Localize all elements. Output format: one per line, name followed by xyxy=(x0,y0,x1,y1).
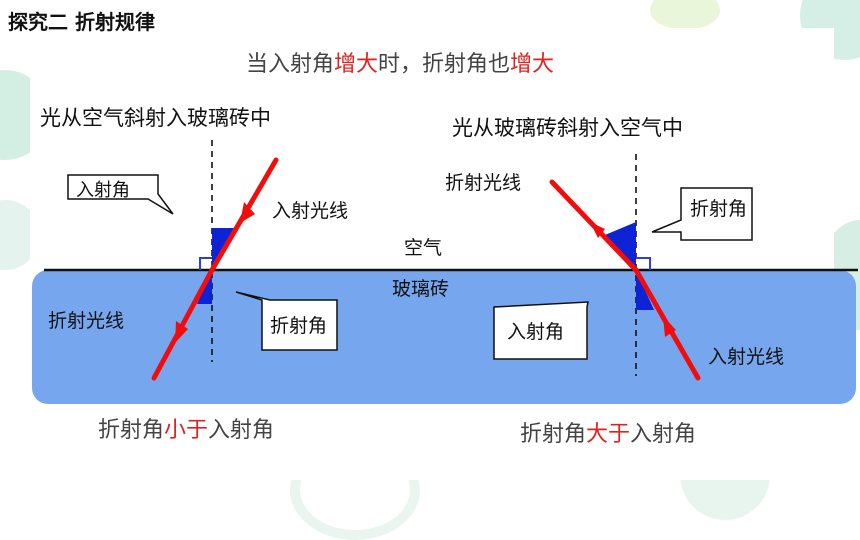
conclusion-text: 入射角 xyxy=(208,418,275,443)
right-incident-ray-label: 入射光线 xyxy=(708,346,785,368)
normal-marker-left xyxy=(199,257,212,270)
right-incident-angle-label: 入射角 xyxy=(507,321,565,343)
right-case-caption: 光从玻璃砖斜射入空气中 xyxy=(452,116,683,140)
left-incident-ray-label: 入射光线 xyxy=(272,200,349,222)
arrowhead-icon xyxy=(175,321,188,343)
right-refraction-angle-label: 折射角 xyxy=(690,198,748,220)
headline: 当入射角增大时，折射角也增大 xyxy=(246,46,554,78)
content-panel xyxy=(30,28,834,480)
callout-bubble-right-refraction xyxy=(651,187,753,241)
left-refraction-angle-label: 折射角 xyxy=(270,315,328,337)
left-incident-angle-label: 入射角 xyxy=(76,180,130,201)
normal-marker-right xyxy=(636,257,651,270)
callout-bubble-left-refraction xyxy=(235,291,338,351)
conclusion-text: 入射角 xyxy=(630,422,697,447)
air-label: 空气 xyxy=(404,237,443,259)
callout-bubble-left-incident xyxy=(67,174,174,215)
left-conclusion: 折射角小于入射角 xyxy=(98,412,274,444)
right-refracted-ray-label: 折射光线 xyxy=(445,172,522,194)
page-title: 探究二 折射规律 xyxy=(8,10,155,34)
conclusion-text: 折射角 xyxy=(98,418,165,443)
refracted-ray-left xyxy=(151,267,215,381)
refraction-diagram xyxy=(32,140,858,404)
conclusion-emphasis: 大于 xyxy=(586,422,631,447)
headline-emphasis: 增大 xyxy=(334,52,379,77)
headline-text: 当入射角 xyxy=(246,52,335,77)
conclusion-text: 折射角 xyxy=(520,422,587,447)
headline-emphasis: 增大 xyxy=(510,52,555,77)
arrowhead-icon xyxy=(663,316,676,337)
arrowhead-icon xyxy=(240,202,255,223)
right-conclusion: 折射角大于入射角 xyxy=(520,416,696,448)
callout-bubble-right-incident xyxy=(493,301,589,360)
conclusion-emphasis: 小于 xyxy=(164,418,209,443)
arrowhead-icon xyxy=(590,222,605,238)
refraction-angle-wedge-right xyxy=(605,222,636,270)
glass-label: 玻璃砖 xyxy=(392,278,450,300)
left-refracted-ray-label: 折射光线 xyxy=(48,310,125,332)
left-case-caption: 光从空气斜射入玻璃砖中 xyxy=(40,106,271,130)
headline-text: 时，折射角也 xyxy=(378,52,511,77)
